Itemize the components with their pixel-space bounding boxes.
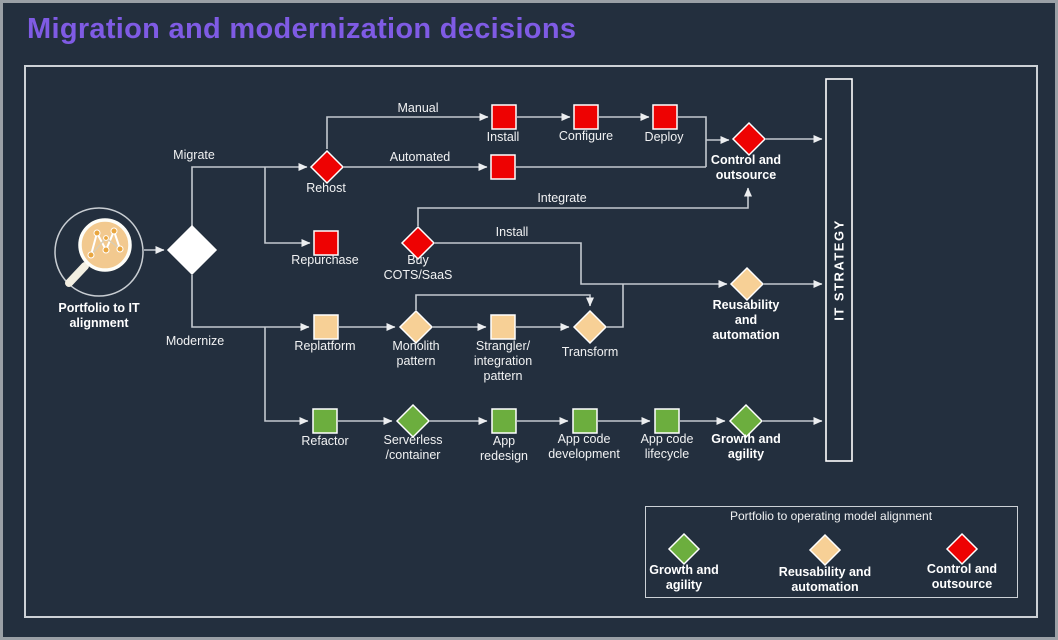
edge-migrate (191, 163, 308, 228)
integrate-edge-label: Integrate (537, 191, 587, 205)
legend-red-diamond (945, 532, 979, 566)
edge-integrate (417, 187, 752, 226)
repurchase-step (313, 230, 339, 256)
manual-edge-label: Manual (397, 101, 439, 115)
edge-transform-up (607, 284, 624, 328)
deploy-label: Deploy (644, 130, 684, 144)
app-code-lifecycle-step (654, 408, 680, 434)
page-title: Migration and modernization decisions (27, 13, 577, 45)
buy-cots-saas-diamond (400, 225, 436, 261)
modernize-branch-label: Modernize (165, 334, 225, 348)
diagram-frame (24, 65, 1038, 618)
portfolio-analysis-icon (54, 207, 144, 297)
edge-manual (326, 113, 489, 149)
migrate-branch-label: Migrate (173, 148, 215, 162)
automated-step (490, 154, 516, 180)
app-code-development-step (572, 408, 598, 434)
configure-step (573, 104, 599, 130)
legend-growth-label: Growth and agility (649, 563, 719, 592)
strangler-pattern-label: Strangler/ integration pattern (473, 339, 533, 383)
control-outsource-diamond (731, 121, 767, 157)
configure-label: Configure (558, 129, 614, 143)
edge-refactor-branch (264, 327, 309, 425)
replatform-step (313, 314, 339, 340)
growth-agility-diamond (728, 403, 764, 439)
edge-deploy-out (678, 116, 707, 167)
network-dots (87, 227, 124, 259)
deploy-step (652, 104, 678, 130)
legend-box (645, 506, 1018, 598)
start-decision-diamond (166, 224, 218, 276)
flow-diagram (54, 78, 979, 567)
install-step (491, 104, 517, 130)
it-strategy-bar (825, 78, 853, 462)
install-edge-label: Install (495, 225, 529, 239)
edge-install-saas (435, 242, 728, 288)
refactor-label: Refactor (301, 434, 349, 448)
edge-repurchase-branch (264, 167, 311, 247)
rehost-diamond (309, 149, 345, 185)
legend-green-diamond (667, 532, 701, 566)
magnifier-lens (78, 218, 132, 272)
edge-monolith-bypass (415, 294, 594, 310)
app-redesign-label: App redesign (480, 434, 528, 463)
portfolio-alignment-label: Portfolio to IT alignment (58, 301, 140, 330)
legend-reusability-label: Reusability and automation (778, 565, 872, 594)
replatform-label: Replatform (294, 339, 356, 353)
monolith-pattern-diamond (398, 309, 434, 345)
app-redesign-step (491, 408, 517, 434)
install-label: Install (486, 130, 520, 144)
legend-control-label: Control and outsource (926, 562, 998, 591)
transform-label: Transform (561, 345, 619, 359)
growth-agility-label: Growth and agility (711, 432, 781, 461)
serverless-container-diamond (395, 403, 431, 439)
strangler-pattern-step (490, 314, 516, 340)
legend-tan-diamond (808, 533, 842, 567)
reusability-automation-label: Reusability and automation (712, 298, 780, 342)
connector-edges (144, 113, 823, 425)
transform-diamond (572, 309, 608, 345)
reusability-diamond (729, 266, 765, 302)
buy-cots-saas-label: Buy COTS/SaaS (383, 253, 453, 282)
refactor-step (312, 408, 338, 434)
it-strategy-label: IT STRATEGY (831, 219, 847, 321)
magnifier-handle (65, 262, 89, 287)
app-code-lifecycle-label: App code lifecycle (640, 432, 694, 461)
monolith-pattern-label: Monolith pattern (392, 339, 440, 368)
automated-edge-label: Automated (389, 150, 451, 164)
rehost-label: Rehost (306, 181, 346, 195)
icon-outer-circle (54, 207, 144, 297)
legend-title: Portfolio to operating model alignment (729, 509, 933, 523)
serverless-container-label: Serverless /container (383, 433, 443, 462)
app-code-development-label: App code development (548, 432, 620, 461)
edge-modernize (191, 275, 310, 331)
repurchase-label: Repurchase (291, 253, 359, 267)
control-outsource-label: Control and outsource (710, 153, 782, 182)
